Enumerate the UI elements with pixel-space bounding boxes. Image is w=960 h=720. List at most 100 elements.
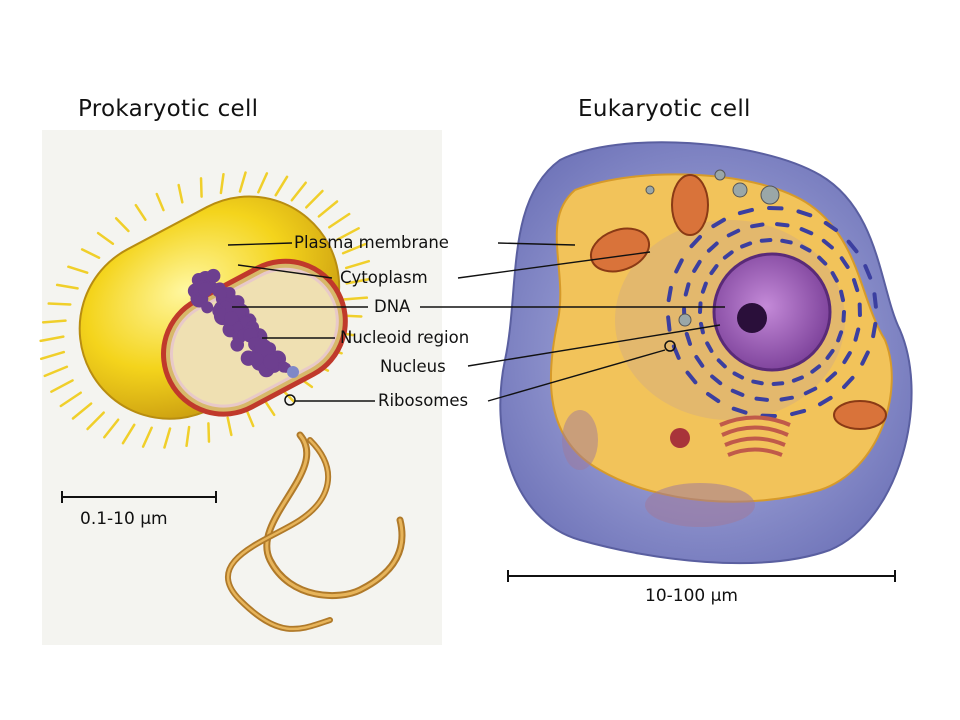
dna-strand-segment bbox=[206, 268, 221, 283]
nucleus-organelle bbox=[712, 252, 832, 372]
er-segment bbox=[830, 271, 839, 283]
dna-strand-segment bbox=[249, 352, 264, 367]
pilus bbox=[47, 302, 72, 306]
er-segment bbox=[841, 310, 846, 323]
endoplasmic-reticulum bbox=[666, 206, 878, 418]
er-segment bbox=[860, 350, 870, 366]
er-segment bbox=[823, 220, 838, 233]
er-segment bbox=[839, 256, 850, 269]
er-segment bbox=[666, 285, 673, 303]
label-dna: DNA bbox=[374, 297, 411, 316]
er-segment bbox=[684, 331, 692, 346]
er-segment bbox=[685, 370, 698, 385]
pilus bbox=[185, 425, 191, 448]
er-segment bbox=[694, 355, 705, 368]
pilus bbox=[305, 189, 324, 209]
er-segment bbox=[817, 255, 828, 266]
er-segment bbox=[796, 209, 813, 218]
dna-strand-segment bbox=[263, 354, 279, 370]
pilus bbox=[328, 212, 351, 229]
pilus bbox=[238, 171, 247, 193]
dna-strand-segment bbox=[198, 282, 213, 297]
pilus bbox=[199, 177, 203, 198]
er-segment bbox=[799, 244, 812, 253]
pilus bbox=[290, 181, 307, 202]
pilus bbox=[121, 423, 136, 445]
leader-plasma-membrane-right bbox=[497, 242, 576, 246]
scale-label-eukaryote: 10-100 µm bbox=[645, 586, 738, 606]
er-segment bbox=[711, 217, 727, 229]
leader-cytoplasm-left bbox=[237, 264, 333, 279]
scale-label-prokaryote: 0.1-10 µm bbox=[80, 509, 168, 529]
er-segment bbox=[810, 364, 822, 374]
er-segment bbox=[666, 315, 672, 332]
er-segment bbox=[825, 371, 838, 383]
label-cytoplasm: Cytoplasm bbox=[340, 268, 428, 287]
er-segment bbox=[722, 250, 734, 260]
pilus bbox=[55, 283, 79, 290]
label-ribosomes: Ribosomes bbox=[378, 391, 469, 410]
er-segment bbox=[700, 281, 708, 294]
prokaryotic-cell-title: Prokaryotic cell bbox=[78, 96, 259, 122]
er-segment bbox=[791, 375, 804, 383]
pilus bbox=[96, 231, 115, 245]
er-segment bbox=[780, 238, 793, 245]
er-segment bbox=[726, 228, 741, 238]
label-plasma-membrane: Plasma membrane bbox=[294, 233, 449, 252]
pilus bbox=[226, 416, 233, 437]
pilus bbox=[207, 422, 211, 443]
pilus bbox=[103, 418, 120, 439]
er-segment bbox=[709, 264, 719, 276]
er-segment bbox=[842, 351, 852, 365]
er-segment bbox=[751, 379, 764, 386]
pilus bbox=[263, 399, 276, 417]
pilus bbox=[163, 427, 172, 449]
pilus bbox=[71, 402, 93, 420]
er-segment bbox=[839, 289, 846, 303]
label-leader-lines bbox=[227, 242, 725, 402]
nucleolus bbox=[737, 303, 767, 333]
dna-strand-segment bbox=[216, 288, 227, 300]
mitochondrion bbox=[833, 400, 887, 430]
pilus bbox=[317, 200, 339, 218]
leader-ribosomes-right bbox=[487, 349, 666, 402]
er-segment bbox=[842, 375, 855, 390]
leader-nucleus bbox=[467, 324, 721, 367]
dna-strand-segment bbox=[224, 311, 239, 326]
er-segment bbox=[689, 234, 702, 249]
golgi-apparatus bbox=[719, 415, 791, 457]
dna-strand-segment bbox=[230, 337, 245, 352]
er-segment bbox=[846, 239, 859, 254]
pilus bbox=[43, 365, 69, 378]
leader-plasma-membrane-left bbox=[227, 242, 293, 246]
pilus bbox=[114, 217, 130, 233]
er-segment bbox=[872, 292, 878, 309]
er-segment bbox=[817, 395, 833, 407]
eukaryotic-cell-illustration bbox=[499, 141, 913, 565]
er-segment bbox=[779, 395, 794, 402]
pilus bbox=[59, 391, 82, 408]
pilus bbox=[67, 265, 89, 274]
er-segment bbox=[754, 396, 769, 402]
er-segment bbox=[871, 321, 878, 339]
label-nucleus: Nucleus bbox=[380, 357, 446, 376]
pilus bbox=[177, 183, 184, 204]
pilus bbox=[134, 203, 147, 221]
pilus bbox=[345, 277, 371, 285]
dna-nucleoid bbox=[187, 268, 292, 378]
pilus bbox=[86, 411, 105, 431]
pilus bbox=[41, 319, 67, 324]
er-segment bbox=[836, 330, 844, 343]
er-segment bbox=[705, 341, 714, 353]
er-segment bbox=[750, 222, 765, 229]
mitochondrion bbox=[671, 174, 709, 236]
er-segment bbox=[740, 241, 753, 249]
er-segment bbox=[706, 391, 721, 404]
er-segment bbox=[674, 258, 684, 274]
er-segment bbox=[799, 227, 814, 236]
ribosome-marker-euk bbox=[664, 340, 676, 352]
label-nucleoid-region: Nucleoid region bbox=[340, 328, 470, 347]
er-segment bbox=[732, 371, 745, 380]
